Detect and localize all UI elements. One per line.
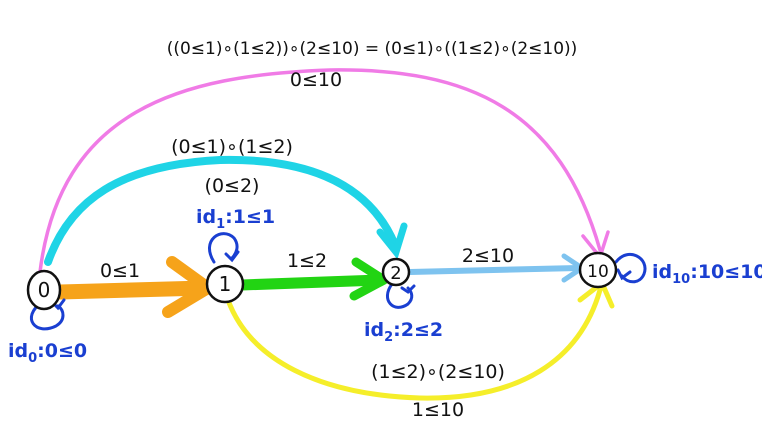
- identity-loop-10: [614, 253, 647, 284]
- identity-sub: 1: [216, 217, 225, 232]
- edge-label-0-2: (0≤2): [205, 175, 260, 197]
- identity-name: id: [364, 319, 384, 341]
- identity-label-1: id1:1≤1: [196, 206, 275, 232]
- edge-0-to-10: [38, 68, 610, 274]
- identity-name: id: [196, 206, 216, 228]
- edge-label-1-2: 1≤2: [287, 250, 327, 272]
- node-label: 10: [587, 262, 609, 282]
- node-2: 2: [381, 257, 411, 287]
- node-0: 0: [26, 269, 62, 311]
- edge-label-1-10-composite: (1≤2)∘(2≤10): [371, 361, 505, 383]
- edge-label-0-2-composite: (0≤1)∘(1≤2): [171, 136, 293, 158]
- edge-label-2-10: 2≤10: [462, 245, 514, 267]
- identity-rest: :0≤0: [37, 340, 87, 362]
- edge-label-0-10-associativity: ((0≤1)∘(1≤2))∘(2≤10) = (0≤1)∘((1≤2)∘(2≤1…: [167, 39, 578, 59]
- node-10: 10: [578, 251, 618, 289]
- edge-label-0-1: 0≤1: [100, 260, 140, 282]
- identity-name: id: [8, 340, 28, 362]
- node-label: 1: [219, 272, 232, 296]
- identity-loop-2: [385, 282, 416, 309]
- edge-label-0-10: 0≤10: [290, 69, 342, 91]
- node-1: 1: [205, 264, 245, 304]
- identity-label-2: id2:2≤2: [364, 319, 443, 345]
- identity-label-0: id0:0≤0: [8, 340, 87, 366]
- node-label: 2: [390, 263, 401, 284]
- node-label: 0: [38, 278, 51, 302]
- identity-rest: :1≤1: [225, 206, 275, 228]
- identity-sub: 10: [672, 272, 690, 287]
- identity-rest: :10≤10: [690, 261, 762, 283]
- edge-1-to-2: [236, 257, 389, 301]
- identity-label-10: id10:10≤10: [652, 261, 762, 287]
- identity-loop-1: [208, 232, 240, 264]
- edge-0-to-2: [44, 155, 408, 266]
- identity-sub: 2: [384, 330, 393, 345]
- identity-name: id: [652, 261, 672, 283]
- edge-label-1-10: 1≤10: [412, 399, 464, 421]
- identity-sub: 0: [28, 351, 37, 366]
- identity-rest: :2≤2: [393, 319, 443, 341]
